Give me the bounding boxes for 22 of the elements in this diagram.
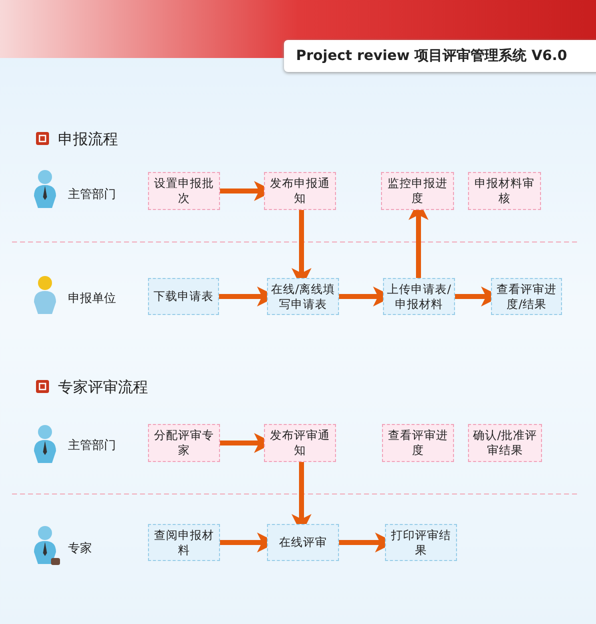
role-label: 主管部门 bbox=[68, 186, 116, 203]
process-box: 下载申请表 bbox=[148, 278, 219, 315]
process-box: 分配评审专家 bbox=[148, 424, 220, 462]
title: Project review 项目评审管理系统 V6.0 bbox=[296, 47, 568, 65]
process-box: 申报材料审核 bbox=[468, 172, 541, 210]
process-box: 打印评审结果 bbox=[385, 524, 457, 561]
process-box: 查看评审进度 bbox=[382, 424, 454, 462]
process-box: 在线评审 bbox=[267, 524, 339, 561]
process-box: 发布申报通知 bbox=[264, 172, 336, 210]
process-box: 查看评审进度/结果 bbox=[491, 278, 562, 315]
section-heading: 专家评审流程 bbox=[58, 378, 148, 397]
process-box: 发布评审通知 bbox=[264, 424, 336, 462]
role-label: 主管部门 bbox=[68, 437, 116, 454]
process-box: 上传申请表/申报材料 bbox=[383, 278, 455, 315]
role-label: 专家 bbox=[68, 540, 92, 557]
process-box: 在线/离线填写申请表 bbox=[267, 278, 339, 315]
process-box: 查阅申报材料 bbox=[148, 524, 220, 561]
process-box: 确认/批准评审结果 bbox=[468, 424, 542, 462]
process-box: 监控申报进度 bbox=[381, 172, 454, 210]
role-label: 申报单位 bbox=[68, 290, 116, 307]
section-heading: 申报流程 bbox=[58, 130, 118, 149]
process-box: 设置申报批次 bbox=[148, 172, 220, 210]
